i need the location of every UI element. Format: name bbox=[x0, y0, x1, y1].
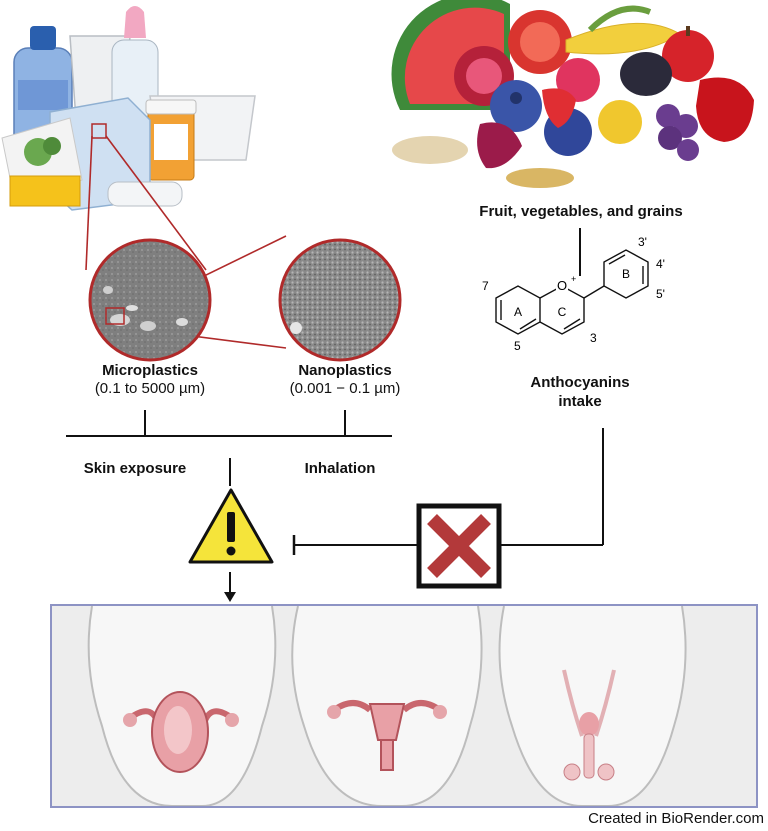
inhalation-label: Inhalation bbox=[304, 460, 376, 477]
ring-c-label: C bbox=[558, 305, 567, 319]
nanoplastics-micrograph bbox=[278, 238, 402, 362]
warning-icon bbox=[188, 488, 274, 564]
body-silhouettes bbox=[87, 606, 687, 806]
position-5: 5 bbox=[514, 339, 521, 353]
ring-b-label: B bbox=[622, 267, 630, 281]
microplastics-micrograph bbox=[88, 238, 212, 362]
position-3prime: 3' bbox=[638, 235, 647, 249]
male-reproductive-figure bbox=[498, 606, 687, 806]
ring-a-label: A bbox=[514, 305, 522, 319]
skin-exposure-label: Skin exposure bbox=[83, 460, 187, 477]
oxygen-atom: O bbox=[557, 278, 567, 293]
microplastics-size-range: (0.1 to 5000 µm) bbox=[94, 380, 206, 397]
position-4prime: 4' bbox=[656, 257, 665, 271]
position-3: 3 bbox=[590, 331, 597, 345]
anthocyanins-label-line1: Anthocyanins bbox=[530, 374, 630, 391]
nanoplastics-title: Nanoplastics bbox=[298, 362, 392, 379]
biorender-credit: Created in BioRender.com bbox=[588, 810, 764, 827]
position-7: 7 bbox=[482, 279, 489, 293]
reproductive-organs-panel bbox=[50, 604, 758, 808]
oxygen-charge: + bbox=[571, 274, 576, 284]
uterus-figure bbox=[291, 606, 483, 806]
plastic-containers-illustration bbox=[1, 6, 256, 211]
microplastics-title: Microplastics bbox=[102, 362, 198, 379]
red-x-icon bbox=[416, 503, 502, 589]
fruit-vegetables-illustration bbox=[391, 0, 754, 188]
pregnant-uterus-figure bbox=[87, 606, 277, 806]
anthocyanins-label-line2: intake bbox=[558, 393, 602, 410]
anthocyanin-structure: O + A C B 3' 4' 5' 7 5 3 bbox=[482, 235, 665, 353]
food-caption: Fruit, vegetables, and grains bbox=[479, 203, 683, 220]
position-5prime: 5' bbox=[656, 287, 665, 301]
nanoplastics-size-range: (0.001 − 0.1 µm) bbox=[289, 380, 401, 397]
